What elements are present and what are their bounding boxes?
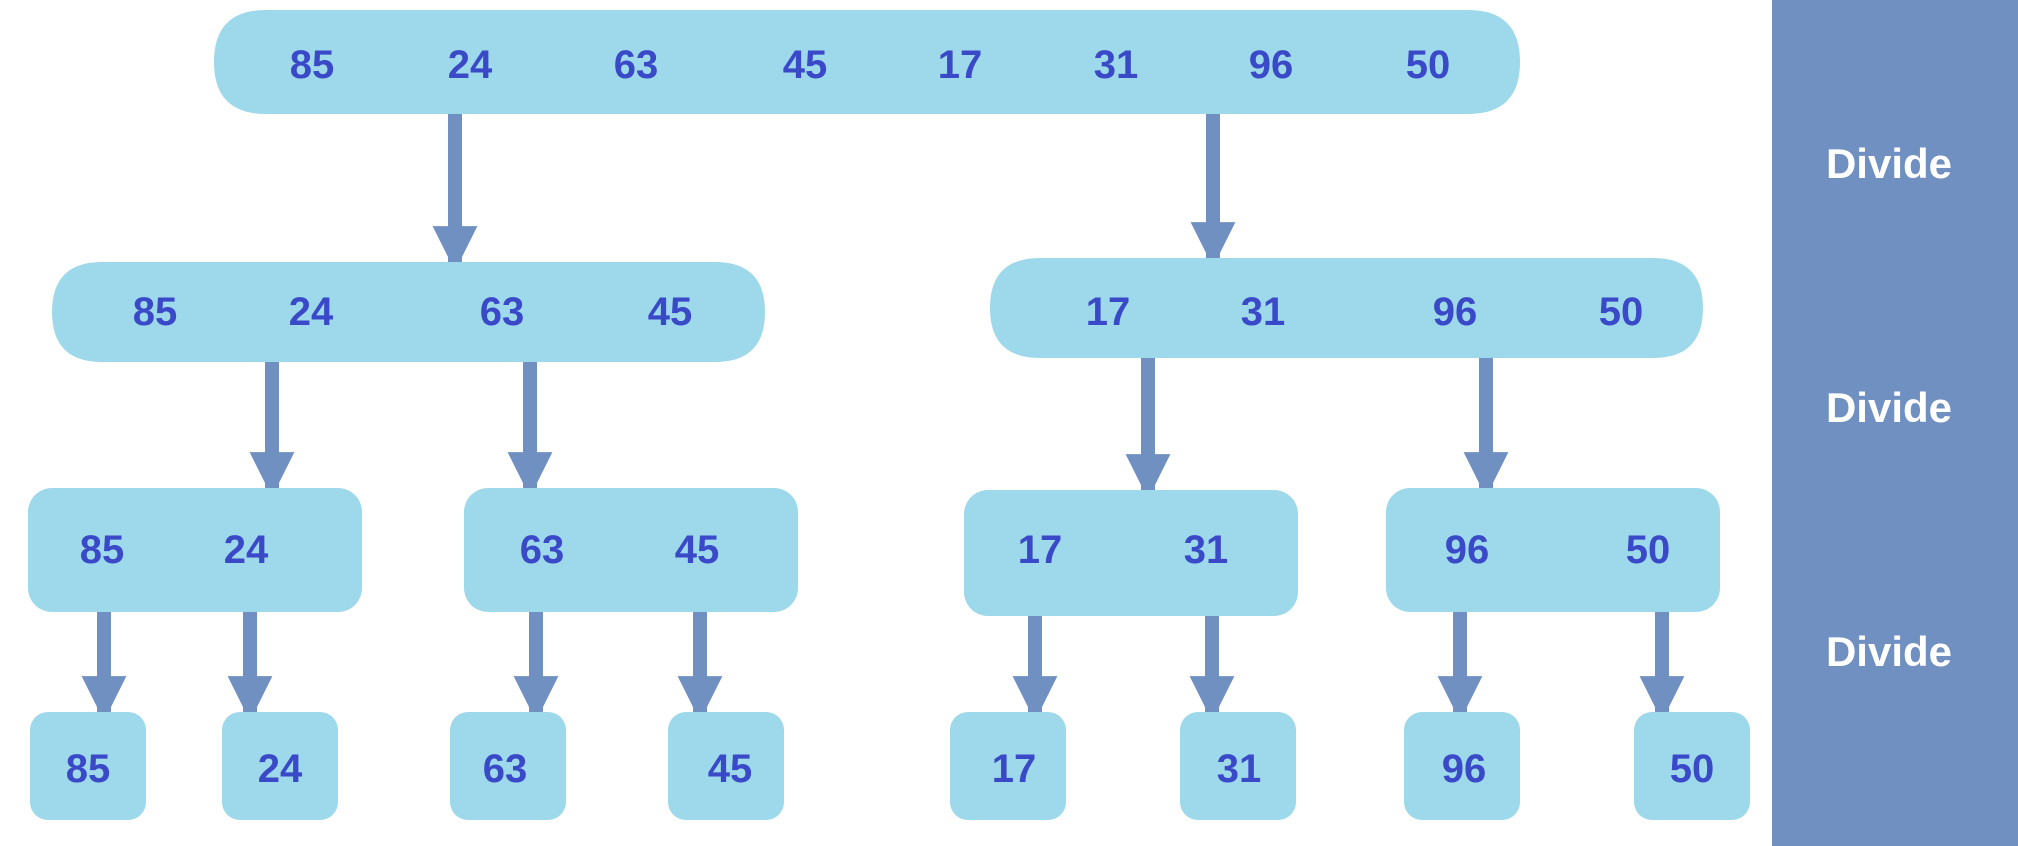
array-value: 45 bbox=[675, 528, 720, 572]
array-node-shape bbox=[990, 258, 1703, 358]
array-value: 50 bbox=[1626, 528, 1671, 572]
array-value: 17 bbox=[1086, 290, 1131, 334]
array-node-shape bbox=[30, 712, 146, 820]
array-value: 17 bbox=[938, 43, 983, 87]
array-value: 63 bbox=[483, 747, 528, 791]
array-value: 96 bbox=[1433, 290, 1478, 334]
array-value: 85 bbox=[290, 43, 335, 87]
array-node-shape bbox=[52, 262, 765, 362]
array-node-shape bbox=[214, 10, 1520, 114]
array-node: 31 bbox=[1180, 712, 1296, 820]
array-node-shape bbox=[1634, 712, 1750, 820]
side-panel bbox=[1772, 0, 2018, 846]
array-value: 63 bbox=[480, 290, 525, 334]
array-node: 85 24 63 45 bbox=[52, 262, 765, 362]
array-node-shape bbox=[450, 712, 566, 820]
array-node: 85 24 bbox=[28, 488, 362, 612]
array-node-shape bbox=[1386, 488, 1720, 612]
array-value: 96 bbox=[1249, 43, 1294, 87]
array-node-shape bbox=[1180, 712, 1296, 820]
array-value: 45 bbox=[783, 43, 828, 87]
array-node: 96 bbox=[1404, 712, 1520, 820]
array-node-shape bbox=[964, 490, 1298, 616]
array-value: 31 bbox=[1241, 290, 1286, 334]
array-node-shape bbox=[28, 488, 362, 612]
array-value: 31 bbox=[1217, 747, 1262, 791]
array-node: 17 31 96 50 bbox=[990, 258, 1703, 358]
array-value: 50 bbox=[1599, 290, 1644, 334]
array-node-shape bbox=[464, 488, 798, 612]
array-node-shape bbox=[222, 712, 338, 820]
array-value: 24 bbox=[289, 290, 334, 334]
array-node: 24 bbox=[222, 712, 338, 820]
array-value: 31 bbox=[1094, 43, 1139, 87]
stage-label-divide: Divide bbox=[1826, 628, 1952, 675]
array-node: 85 24 63 45 17 31 96 50 bbox=[214, 10, 1520, 114]
stage-label-divide: Divide bbox=[1826, 384, 1952, 431]
array-node: 50 bbox=[1634, 712, 1750, 820]
array-value: 50 bbox=[1406, 43, 1451, 87]
array-node: 17 bbox=[950, 712, 1066, 820]
array-value: 63 bbox=[614, 43, 659, 87]
array-value: 45 bbox=[648, 290, 693, 334]
array-value: 17 bbox=[1018, 528, 1063, 572]
array-value: 96 bbox=[1445, 528, 1490, 572]
array-value: 17 bbox=[992, 747, 1037, 791]
stage-label-divide: Divide bbox=[1826, 140, 1952, 187]
array-value: 24 bbox=[448, 43, 493, 87]
array-value: 24 bbox=[224, 528, 269, 572]
array-value: 85 bbox=[133, 290, 178, 334]
array-node-shape bbox=[668, 712, 784, 820]
array-node: 96 50 bbox=[1386, 488, 1720, 612]
array-value: 50 bbox=[1670, 747, 1715, 791]
array-value: 85 bbox=[66, 747, 111, 791]
array-node-shape bbox=[950, 712, 1066, 820]
array-node-shape bbox=[1404, 712, 1520, 820]
array-value: 85 bbox=[80, 528, 125, 572]
array-value: 96 bbox=[1442, 747, 1487, 791]
array-value: 45 bbox=[708, 747, 753, 791]
array-node: 45 bbox=[668, 712, 784, 820]
array-node: 63 bbox=[450, 712, 566, 820]
array-value: 31 bbox=[1184, 528, 1229, 572]
array-value: 24 bbox=[258, 747, 303, 791]
array-node: 63 45 bbox=[464, 488, 798, 612]
array-node: 85 bbox=[30, 712, 146, 820]
arrows-layer bbox=[81, 114, 1685, 721]
array-value: 63 bbox=[520, 528, 565, 572]
